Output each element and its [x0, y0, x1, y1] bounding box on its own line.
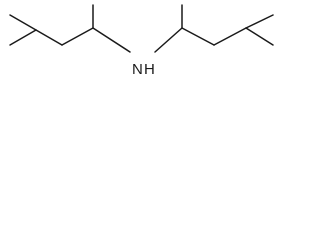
- bond-right-chain-2: [213, 27, 247, 46]
- bond-left-chain-1: [35, 29, 63, 46]
- skeletal-formula: N H: [9, 4, 274, 78]
- bond-right-isopropyl-methyl-bottom: [245, 27, 274, 46]
- bond-left-isopropyl-methyl-bottom: [9, 29, 37, 46]
- bond-right-isopropyl-methyl-top: [245, 14, 274, 29]
- bond-left-chain-2: [61, 27, 94, 46]
- bond-left-carbon-to-nitrogen: [92, 27, 131, 53]
- bond-nitrogen-to-right-carbon: [154, 27, 183, 53]
- bond-left-isopropyl-methyl-top: [9, 14, 37, 31]
- nitrogen-label: N: [132, 61, 143, 78]
- hydrogen-label: H: [144, 61, 155, 78]
- bond-right-chain-1: [181, 27, 215, 46]
